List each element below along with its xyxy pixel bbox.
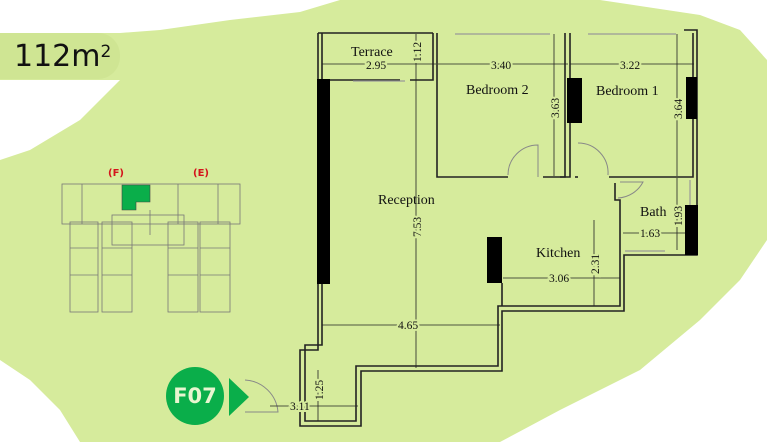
dim-entry-depth: 1.25 [314,380,326,400]
unit-area-value: 112m [14,38,101,74]
white-brush-top-left [0,80,120,160]
unit-area-superscript: 2 [100,42,112,62]
windows [353,33,691,252]
white-brush-top [0,0,340,33]
white-brush-bottom-right [500,240,767,442]
dim-bath-width: 1.63 [640,228,660,240]
dim-bedroom1-width: 3.22 [620,60,640,72]
dim-reception-width: 4.65 [398,320,418,332]
unit-code-badge: F07 [166,367,224,425]
room-label-kitchen: Kitchen [536,246,580,261]
dim-terrace-width: 2.95 [366,60,386,72]
dim-bedroom2-width: 3.40 [491,60,511,72]
white-brush-top-right [600,0,767,60]
dimension-labels: 2.95 3.40 3.22 1.12 3.63 3.64 7.53 4.65 … [288,40,687,415]
key-plan-unit-highlight [121,184,151,211]
dim-reception-depth: 7.53 [412,217,424,237]
dim-kitchen-width: 3.06 [549,273,569,285]
wing-label-e: (E) [193,168,209,179]
dim-entry-width: 3.11 [290,401,310,413]
room-label-reception: Reception [378,193,435,208]
room-label-bedroom2: Bedroom 2 [466,83,529,98]
dim-bedroom2-depth: 3.63 [550,98,562,118]
room-label-bedroom1: Bedroom 1 [596,84,659,99]
dim-bath-depth: 1.93 [673,206,685,226]
doors [244,142,644,413]
white-brush-bottom-left [0,360,80,442]
dim-terrace-depth: 1.12 [412,42,424,62]
dimension-lines [270,34,694,421]
dim-kitchen-depth: 2.31 [590,254,602,274]
dim-bedroom1-depth: 3.64 [673,99,685,119]
room-label-terrace: Terrace [351,45,393,60]
wing-label-f: (F) [108,168,124,179]
room-label-bath: Bath [640,205,666,220]
key-plan [61,183,241,313]
entrance-arrow-icon [229,378,249,416]
columns [317,77,698,284]
